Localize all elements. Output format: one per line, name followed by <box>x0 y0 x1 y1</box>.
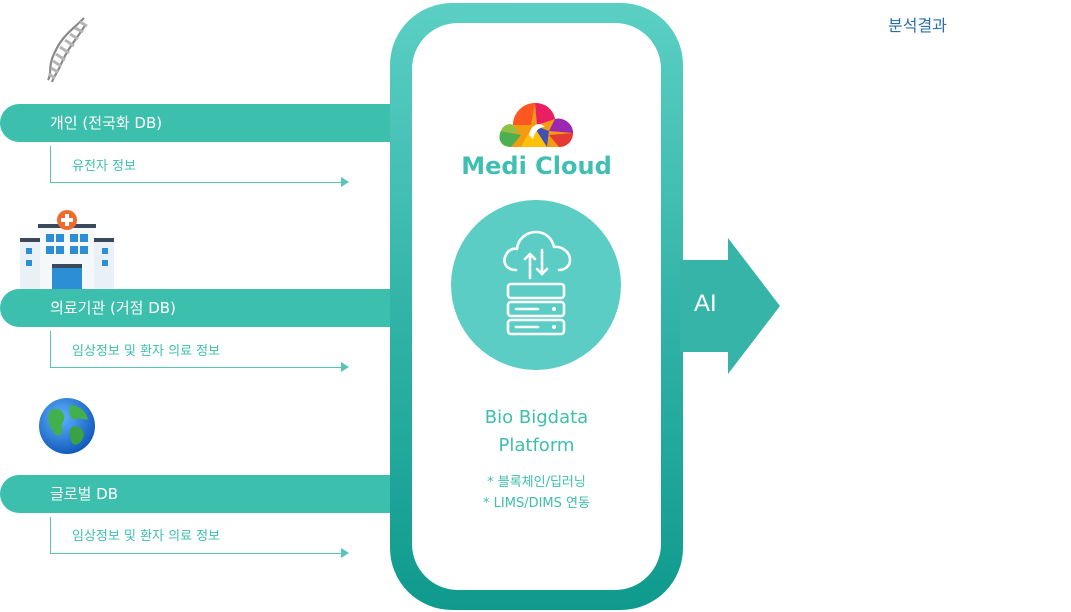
analysis-result-label: 분석결과 <box>888 16 947 35</box>
source-personal-connector <box>50 146 347 183</box>
platform-title-line2: Platform <box>498 435 575 456</box>
source-personal-sub: 유전자 정보 <box>72 159 136 174</box>
source-hospital-label: 의료기관 (거점 DB) <box>50 299 176 317</box>
platform-note-2: * LIMS/DIMS 연동 <box>483 496 590 511</box>
source-hospital-sub: 임상정보 및 환자 의료 정보 <box>72 344 221 359</box>
source-personal-bar <box>20 104 398 142</box>
source-personal-arrowhead <box>341 177 349 187</box>
dna-icon <box>47 17 88 83</box>
source-hospital-connector <box>50 331 347 368</box>
source-global-arrowhead <box>341 548 349 558</box>
platform-note-1: * 블록체인/딥러닝 <box>487 475 586 490</box>
hospital-icon <box>20 210 114 290</box>
source-hospital-arrowhead <box>341 362 349 372</box>
cloud-server-icon <box>503 230 572 336</box>
source-global-bar <box>20 475 398 513</box>
source-global-sub: 임상정보 및 환자 의료 정보 <box>72 529 221 544</box>
platform-title: Bio Bigdata Platform <box>412 404 661 460</box>
ai-arrow <box>680 238 780 374</box>
colorful-cloud-logo <box>499 103 573 147</box>
source-global-connector <box>50 517 347 554</box>
source-global-label: 글로벌 DB <box>50 485 119 503</box>
source-hospital-bar <box>20 289 398 327</box>
platform-notes: * 블록체인/딥러닝 * LIMS/DIMS 연동 <box>412 472 661 514</box>
platform-brand: Medi Cloud <box>461 152 612 180</box>
source-personal-label: 개인 (전국화 DB) <box>50 114 163 132</box>
globe-icon <box>39 398 95 454</box>
ai-arrow-label: AI <box>694 290 717 317</box>
platform-title-line1: Bio Bigdata <box>484 407 589 428</box>
